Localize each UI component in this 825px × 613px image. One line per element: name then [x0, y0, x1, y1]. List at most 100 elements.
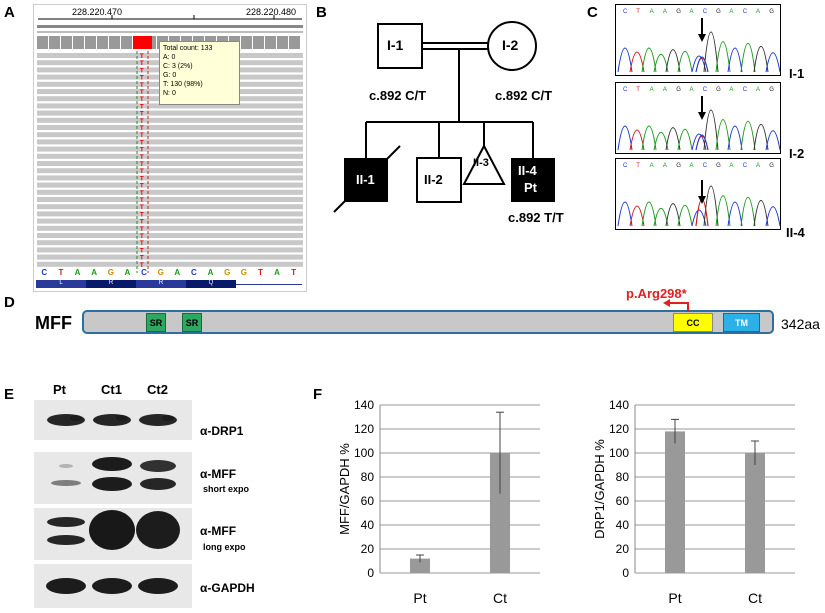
- coverage-bin: [277, 36, 288, 49]
- chromatogram-base: C: [703, 87, 708, 93]
- read-base-t: T: [140, 126, 144, 132]
- sequence-base: A: [274, 268, 280, 277]
- amino-acid-cell: R: [136, 280, 186, 288]
- chromatogram-peak: [740, 196, 756, 227]
- chromatogram-base: A: [756, 163, 760, 169]
- bar: [490, 453, 510, 573]
- read-base-t: T: [140, 176, 144, 182]
- y-tick-label: 140: [354, 398, 374, 412]
- read-row: [37, 161, 303, 166]
- chromatogram-peak: [665, 49, 681, 73]
- chromatogram-base: G: [676, 87, 681, 93]
- chromatogram-base: T: [636, 163, 640, 169]
- read-row: [37, 175, 303, 181]
- chromatogram-base: A: [690, 163, 694, 169]
- igv-coord-left: 228.220.470: [72, 7, 123, 17]
- chromatogram-base: C: [703, 163, 708, 169]
- tm-domain: TM: [723, 313, 760, 332]
- mutation-label: p.Arg298*: [626, 286, 687, 301]
- chromatogram-base: T: [636, 9, 640, 15]
- igv-coord-right: 228.220.480: [246, 7, 297, 17]
- coverage-bin: [49, 36, 60, 49]
- blot-band: [116, 415, 128, 421]
- genotype-I1: c.892 C/T: [369, 88, 427, 103]
- chromatogram-base: A: [690, 9, 694, 15]
- chromatogram-base: A: [663, 9, 667, 15]
- chromatogram-base: G: [716, 87, 721, 93]
- coverage-bin: [37, 36, 48, 49]
- y-tick-label: 120: [354, 422, 374, 436]
- cc-domain: CC: [673, 313, 713, 332]
- chromatogram-peak: [641, 201, 657, 227]
- sequence-base: A: [74, 268, 81, 277]
- chromatogram-base: A: [650, 163, 654, 169]
- y-tick-label: 60: [616, 494, 630, 508]
- chromatogram-base: G: [676, 163, 681, 169]
- read-row: [37, 117, 303, 123]
- blot-band: [140, 478, 176, 490]
- pedigree-label-II2: II-2: [424, 172, 443, 187]
- chromatogram-base: A: [756, 9, 760, 15]
- sequence-base: A: [91, 268, 98, 277]
- arrow-head-icon: [698, 112, 706, 120]
- read-row: [37, 146, 303, 152]
- read-row: [37, 153, 303, 159]
- y-tick-label: 120: [609, 422, 629, 436]
- read-base-t: T: [140, 119, 144, 125]
- chromatogram-base: A: [663, 163, 667, 169]
- sequence-base: T: [58, 268, 64, 277]
- blot-band: [51, 480, 81, 486]
- blot-band: [138, 578, 178, 594]
- blot-band: [92, 477, 132, 491]
- chromatogram-peak: [665, 127, 681, 151]
- read-row: [37, 132, 303, 138]
- panel-label-d: D: [4, 294, 15, 311]
- chromatogram-base: G: [769, 163, 774, 169]
- y-tick-label: 40: [616, 518, 630, 532]
- genotype-I2: c.892 C/T: [495, 88, 553, 103]
- chromatogram-base: C: [743, 9, 748, 15]
- chromatogram-peak: [765, 130, 781, 151]
- chromatogram-peak: [665, 203, 681, 227]
- read-row: [37, 247, 303, 253]
- tooltip-line: N: 0: [163, 90, 176, 97]
- sequence-base: G: [224, 268, 231, 277]
- chromatogram-base: G: [716, 9, 721, 15]
- sequence-base: G: [240, 268, 247, 277]
- chromatogram-base: A: [650, 87, 654, 93]
- read-base-t: T: [140, 241, 144, 247]
- read-row: [37, 233, 303, 238]
- chromatogram-peak: [727, 47, 743, 73]
- coverage-bin: [121, 36, 132, 49]
- sequence-base: A: [124, 268, 131, 277]
- sr-domain-1: SR: [146, 313, 166, 332]
- read-base-t: T: [140, 248, 144, 254]
- pedigree-II4: [511, 158, 555, 202]
- chromatogram-base: G: [769, 9, 774, 15]
- chromatogram-peak: [765, 206, 781, 227]
- chromatogram-base: A: [729, 87, 733, 93]
- read-row: [37, 261, 303, 267]
- amino-acid-cell: L: [36, 280, 86, 288]
- y-tick-label: 20: [361, 542, 375, 556]
- chromatogram-base: T: [636, 87, 640, 93]
- amino-acid-cell: R: [86, 280, 136, 288]
- coverage-bin: [73, 36, 84, 49]
- blot-band: [59, 464, 73, 468]
- panel-label-c: C: [587, 4, 598, 21]
- y-tick-label: 80: [616, 470, 630, 484]
- chromatogram-label-1: I-1: [789, 66, 805, 81]
- read-row: [37, 139, 303, 145]
- coverage-bin: [97, 36, 108, 49]
- read-row: [37, 125, 303, 130]
- chromatogram-base: A: [756, 87, 760, 93]
- coverage-bin: [85, 36, 96, 49]
- blot-band: [47, 517, 85, 527]
- chromatogram-peak: [703, 31, 719, 73]
- chromatogram-base: G: [716, 163, 721, 169]
- chromatogram-peak: [695, 56, 709, 73]
